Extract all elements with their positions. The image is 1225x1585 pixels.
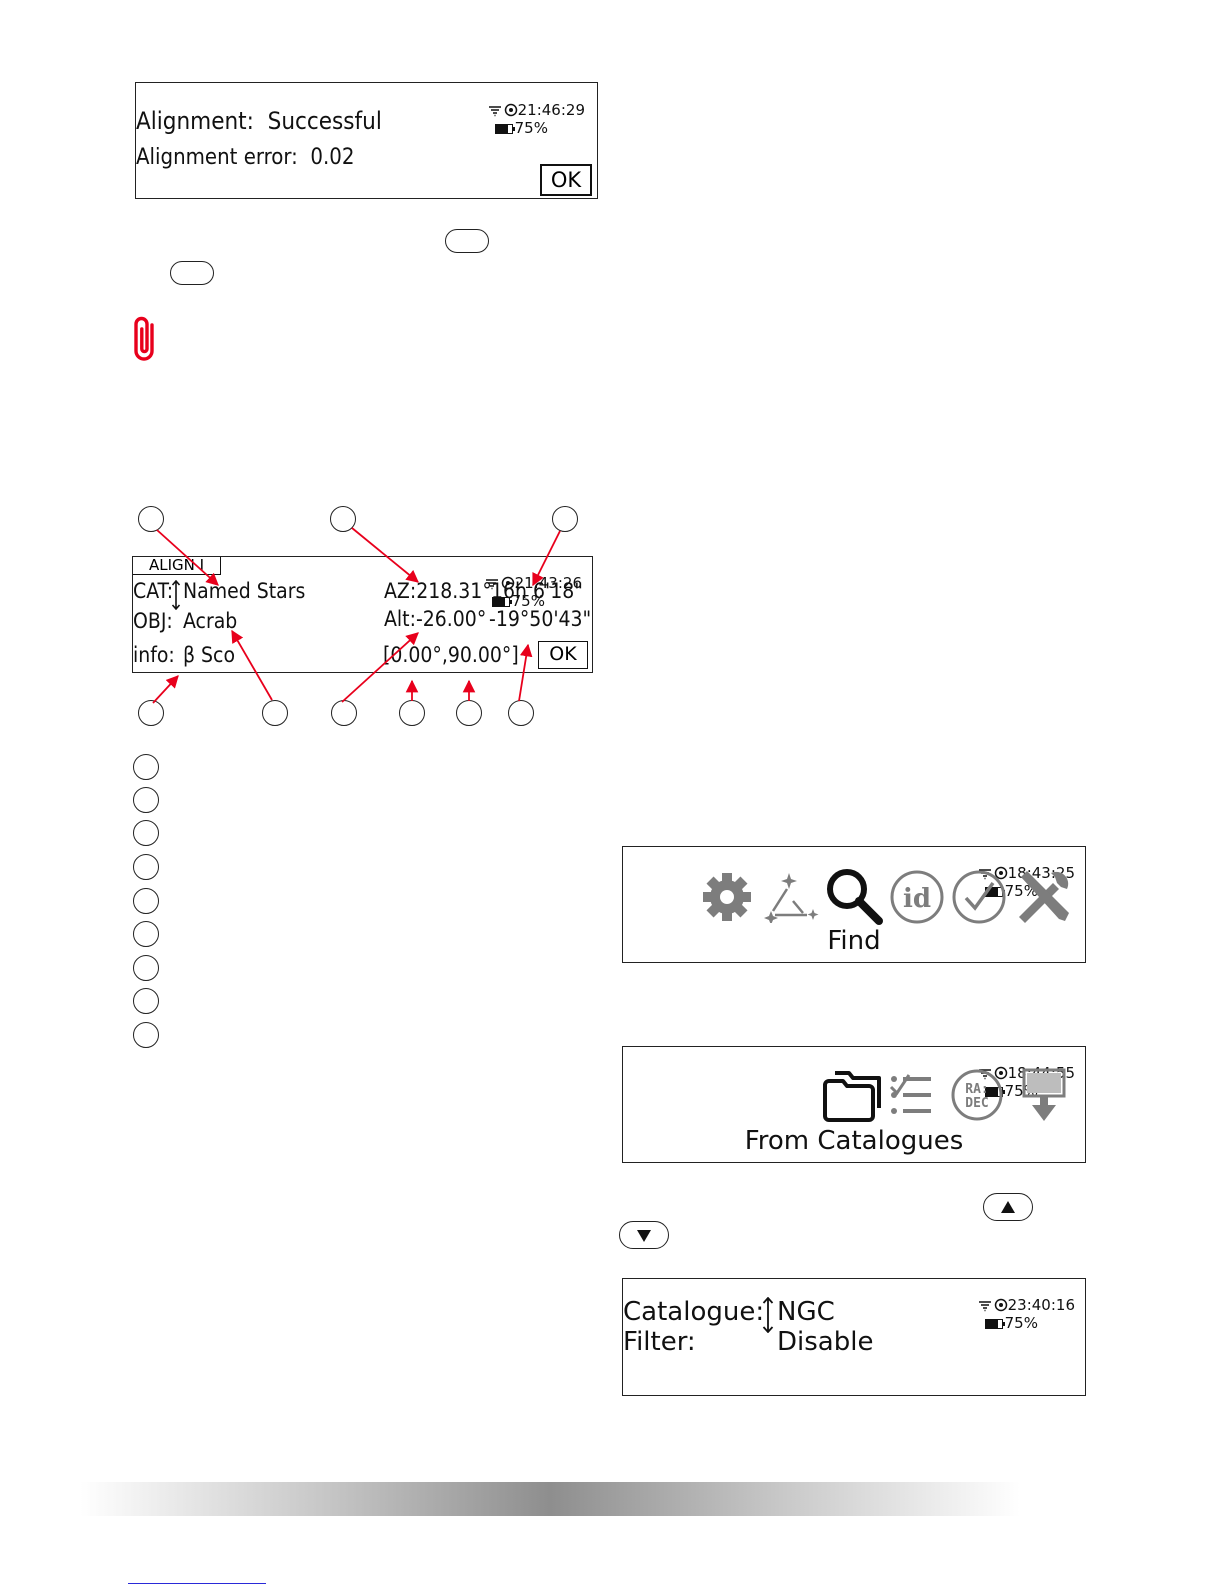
- catalogue-value[interactable]: NGC: [777, 1297, 835, 1327]
- legend-circle: [133, 787, 159, 813]
- callout-arrow: [518, 643, 533, 702]
- main-menu-screen: 18:43:25 75% id: [622, 846, 1086, 963]
- object-label: OBJ:: [133, 609, 173, 633]
- altitude-range: [0.00°,90.00°]: [383, 643, 519, 667]
- menu-label: From Catalogues: [744, 1126, 964, 1156]
- ok-button[interactable]: OK: [540, 164, 592, 196]
- id-icon[interactable]: id: [889, 869, 945, 925]
- gps-icon: [504, 103, 517, 117]
- signal-icon: [488, 106, 501, 117]
- find-submenu-screen: 18:44:55 75% RA: DEC From Catalogues: [622, 1046, 1086, 1163]
- paperclip-note-icon: [134, 316, 154, 361]
- battery-icon: [491, 597, 512, 607]
- catalogue-label: Catalogue:: [623, 1297, 765, 1327]
- ra-dec-line1: RA:: [965, 1082, 988, 1097]
- tools-icon[interactable]: [1015, 867, 1073, 925]
- down-key-oval: [619, 1221, 669, 1249]
- legend-circle: [133, 921, 159, 947]
- search-icon[interactable]: [823, 865, 885, 927]
- up-down-arrow-icon: [171, 580, 181, 610]
- align-stars-icon[interactable]: [763, 871, 819, 923]
- up-arrow-icon: [1001, 1201, 1015, 1213]
- battery-percent: 75%: [511, 592, 545, 610]
- key-button-oval: [445, 229, 489, 253]
- callout-circle: [552, 506, 578, 532]
- download-icon[interactable]: [1021, 1067, 1067, 1123]
- callout-circle: [138, 506, 164, 532]
- alignment-error-text: Alignment error: 0.02: [136, 145, 355, 170]
- gps-icon: [994, 1066, 1007, 1080]
- callout-circle: [456, 700, 482, 726]
- checklist-icon[interactable]: [889, 1069, 933, 1121]
- battery-percent: 75%: [514, 119, 548, 137]
- catalogue-value[interactable]: Named Stars: [183, 579, 306, 603]
- legend-circle: [133, 988, 159, 1014]
- legend-circle: [133, 955, 159, 981]
- callout-arrow: [231, 629, 273, 701]
- status-time: 21:43:26: [514, 574, 582, 592]
- ra-dec-line2: DEC: [965, 1096, 988, 1111]
- callout-circle: [262, 700, 288, 726]
- key-button-oval: [170, 261, 214, 285]
- status-bar: 21:46:29 75%: [470, 83, 585, 155]
- status-bar: 21:43:26 75%: [467, 557, 582, 628]
- info-value: β Sco: [183, 643, 235, 667]
- battery-percent: 75%: [1004, 1314, 1038, 1332]
- callout-arrow: [532, 530, 561, 587]
- status-bar: 23:40:16 75%: [960, 1279, 1075, 1350]
- callout-arrow: [341, 632, 419, 703]
- signal-icon: [485, 579, 498, 590]
- gps-icon: [501, 576, 514, 590]
- ok-button[interactable]: OK: [538, 641, 588, 669]
- gps-icon: [994, 1298, 1007, 1312]
- filter-label: Filter:: [623, 1327, 696, 1357]
- folder-icon[interactable]: [821, 1067, 885, 1123]
- battery-icon: [984, 1319, 1005, 1329]
- callout-arrow: [152, 675, 179, 704]
- up-key-oval: [983, 1193, 1033, 1221]
- callout-arrow: [351, 527, 419, 583]
- object-value[interactable]: Acrab: [183, 609, 238, 633]
- callout-circle: [330, 506, 356, 532]
- azimuth-value: AZ:218.31°: [384, 579, 492, 603]
- gear-icon[interactable]: [699, 869, 755, 925]
- status-time: 23:40:16: [1007, 1296, 1075, 1314]
- altitude-value: Alt:-26.00°: [384, 607, 487, 631]
- check-icon[interactable]: [951, 869, 1007, 925]
- up-down-arrow-icon: [762, 1297, 774, 1333]
- legend-circle: [133, 820, 159, 846]
- alignment-result-screen: 21:46:29 75% Alignment: Successful Align…: [135, 82, 598, 199]
- callout-arrow: [156, 529, 219, 586]
- callout-circle: [508, 700, 534, 726]
- callout-circle: [399, 700, 425, 726]
- legend-circle: [133, 854, 159, 880]
- status-time: 21:46:29: [517, 101, 585, 119]
- declination-value: -19°50'43": [489, 607, 592, 631]
- catalogue-select-screen: 23:40:16 75% Catalogue: NGC Filter: Disa…: [622, 1278, 1086, 1396]
- legend-circle: [133, 1022, 159, 1048]
- svg-text:id: id: [903, 884, 931, 914]
- menu-label: Find: [827, 926, 881, 956]
- down-arrow-icon: [637, 1230, 651, 1242]
- catalogue-label: CAT:: [133, 579, 174, 603]
- info-label: info:: [133, 643, 175, 667]
- footer-gradient-bar: [80, 1482, 1020, 1516]
- footer-link-underline[interactable]: [128, 1583, 266, 1584]
- legend-circle: [133, 888, 159, 914]
- callout-circle: [138, 700, 164, 726]
- filter-value[interactable]: Disable: [777, 1327, 874, 1357]
- signal-icon: [978, 1301, 991, 1312]
- gps-icon: [994, 866, 1007, 880]
- legend-circle: [133, 754, 159, 780]
- ra-dec-icon[interactable]: RA: DEC: [949, 1067, 1005, 1123]
- alignment-status-text: Alignment: Successful: [136, 107, 382, 135]
- battery-icon: [494, 124, 515, 134]
